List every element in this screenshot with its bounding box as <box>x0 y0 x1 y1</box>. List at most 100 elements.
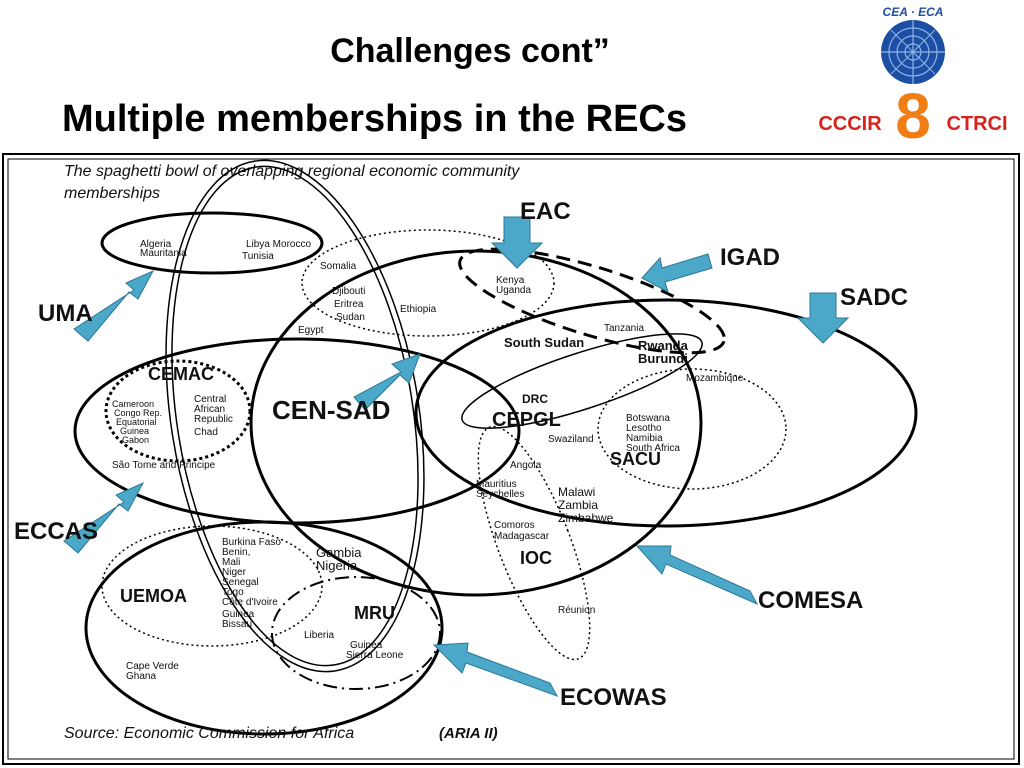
country-senegal: Senegal <box>222 577 259 588</box>
frame-inner-border <box>7 158 1015 760</box>
sacu-ellipse <box>597 368 787 490</box>
rec-label-sacu: SACU <box>610 449 661 469</box>
country-botswana: Botswana <box>626 413 670 424</box>
country-ghana: Ghana <box>126 671 156 682</box>
country-uganda: Uganda <box>496 285 531 296</box>
country-guinea-eq: Guinea <box>120 426 149 436</box>
country-gabon: Gabon <box>122 435 149 445</box>
uma-arrow <box>73 269 155 342</box>
slide-subtitle: Multiple memberships in the RECs <box>62 98 687 140</box>
eac-ellipse <box>458 247 726 355</box>
country-liberia: Liberia <box>304 630 334 641</box>
source-ref: (ARIA II) <box>439 725 498 742</box>
country-seychelles: Seychelles <box>476 489 524 500</box>
country-nigeria: Nigeria <box>316 558 358 573</box>
country-reunion: Réunion <box>558 605 595 616</box>
sadc-ellipse <box>414 298 918 528</box>
ecowas-arrow <box>432 642 559 697</box>
country-congo-rep: Congo Rep. <box>114 408 162 418</box>
logo-right-text: CTRCI <box>946 113 1007 135</box>
country-cameroon: Cameroon <box>112 399 154 409</box>
country-sudan: Sudan <box>336 312 365 323</box>
rec-label-censad: CEN-SAD <box>272 395 390 425</box>
country-ethiopia: Ethiopia <box>400 304 437 315</box>
country-algeria: Algeria <box>140 239 172 250</box>
uma-ellipse <box>100 211 324 275</box>
country-republic: Republic <box>194 414 233 425</box>
country-south-africa: South Africa <box>626 443 680 454</box>
cepgl-ellipse <box>461 333 703 429</box>
country-guinea-mru: Guinea <box>350 640 383 651</box>
rec-label-eac: EAC <box>520 198 571 225</box>
rec-label-ioc: IOC <box>520 548 552 568</box>
caption-line2: memberships <box>64 185 160 202</box>
country-burundi: Burundi <box>638 351 688 366</box>
country-namibia: Namibia <box>626 433 663 444</box>
ecowas-ellipse <box>84 520 444 736</box>
source-label: Source: Economic Commission for Africa <box>64 725 354 742</box>
country-djibouti: Djibouti <box>332 286 365 297</box>
rec-label-uma: UMA <box>38 300 93 327</box>
country-chad: Chad <box>194 427 218 438</box>
country-guinea: Guinea <box>222 609 255 620</box>
country-egypt: Egypt <box>298 325 324 336</box>
rec-label-ecowas: ECOWAS <box>560 684 667 711</box>
logo-left-text: CCCIR <box>818 113 882 135</box>
censad-ellipse-b <box>171 165 419 667</box>
sadc-arrow <box>796 292 850 344</box>
country-eritrea: Eritrea <box>334 299 364 310</box>
country-angola: Angola <box>510 460 542 471</box>
eac-arrow <box>490 216 544 269</box>
logo-number: 8 <box>895 80 931 148</box>
country-cape-verde: Cape Verde <box>126 661 179 672</box>
ioc-ellipse <box>477 425 591 661</box>
country-lesotho: Lesotho <box>626 423 662 434</box>
rec-label-cepgl: CEPGL <box>492 409 561 431</box>
country-togo: Togo <box>222 587 244 598</box>
logo-top-text: CEA · ECA <box>883 5 944 19</box>
igad-ellipse <box>301 229 555 337</box>
mru-ellipse <box>271 576 441 690</box>
country-comoros: Comoros <box>494 520 535 531</box>
country-kenya: Kenya <box>496 275 525 286</box>
country-central: Central <box>194 394 226 405</box>
country-mauritania: Mauritania <box>140 248 187 259</box>
uemoa-ellipse <box>101 525 323 647</box>
rec-label-cemac: CEMAC <box>148 364 214 384</box>
country-african: African <box>194 404 225 415</box>
country-bissau: Bissau <box>222 619 252 630</box>
country-mali: Mali <box>222 557 240 568</box>
country-libya-morocco: Libya Morocco <box>246 239 311 250</box>
country-benin: Benin, <box>222 547 250 558</box>
comesa-arrow <box>635 545 759 606</box>
country-sao-tome: São Tome and Principe <box>112 460 216 471</box>
country-south-sudan: South Sudan <box>504 335 584 350</box>
country-sierra-leone: Sierra Leone <box>346 650 404 661</box>
country-zimbabwe: Zimbabwe <box>558 511 614 525</box>
country-mauritius: Mauritius <box>476 479 517 490</box>
country-cote-divoire: Côte d'Ivoire <box>222 597 278 608</box>
rec-label-eccas: ECCAS <box>14 518 98 545</box>
rec-label-uemoa: UEMOA <box>120 586 187 606</box>
country-malawi: Malawi <box>558 485 595 499</box>
igad-arrow <box>641 253 713 294</box>
rec-label-mru: MRU <box>354 603 395 623</box>
country-gambia: Gambia <box>316 545 362 560</box>
rec-label-sadc: SADC <box>840 284 908 311</box>
country-madagascar: Madagascar <box>494 531 550 542</box>
country-niger: Niger <box>222 567 247 578</box>
country-tanzania: Tanzania <box>604 323 644 334</box>
rec-label-comesa: COMESA <box>758 587 863 614</box>
country-somalia: Somalia <box>320 261 357 272</box>
country-rwanda: Rwanda <box>638 338 689 353</box>
country-mozambique: Mozambique <box>686 373 744 384</box>
cccir-logo: CEA · ECA CCCIR 8 CTRCI <box>818 5 1007 148</box>
country-burkina-faso: Burkina Faso <box>222 537 281 548</box>
country-tunisia: Tunisia <box>242 251 274 262</box>
un-emblem-icon <box>881 20 945 84</box>
censad-arrow <box>353 353 421 411</box>
caption-line1: The spaghetti bowl of overlapping region… <box>64 163 520 180</box>
country-equatorial: Equatorial <box>116 417 157 427</box>
eccas-arrow <box>63 481 145 554</box>
country-zambia: Zambia <box>558 498 598 512</box>
